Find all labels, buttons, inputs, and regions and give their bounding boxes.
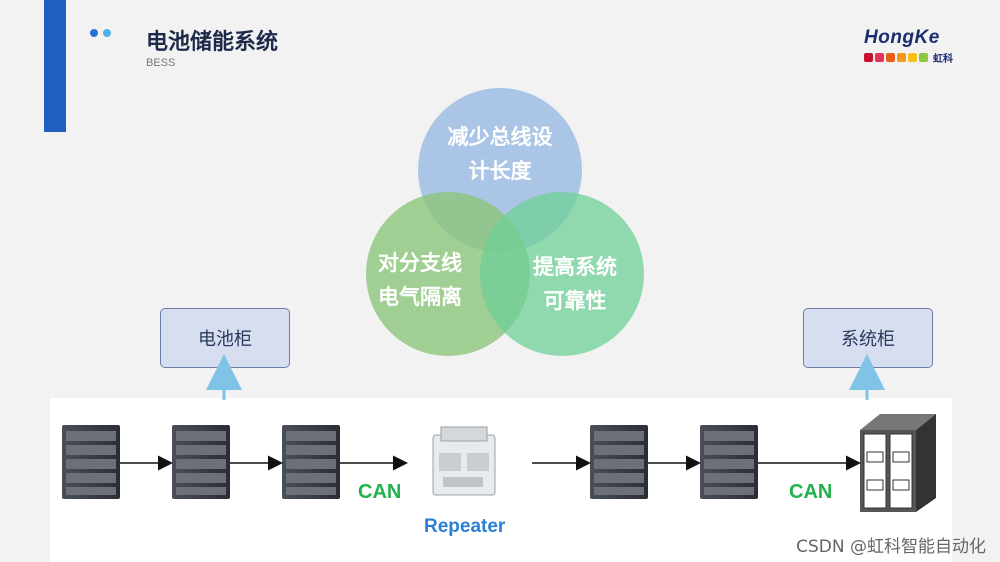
title-dots [90, 29, 111, 37]
watermark: CSDN @虹科智能自动化 [796, 537, 986, 557]
repeater-label: Repeater [424, 516, 506, 537]
server-icon [172, 425, 230, 499]
dot-icon [90, 29, 98, 37]
venn-circle-right [480, 192, 644, 356]
logo-color-strip: 虹科 [864, 50, 964, 65]
server-icon [62, 425, 120, 499]
server-icon [590, 425, 648, 499]
hongke-logo: HongKe 虹科 [864, 28, 964, 65]
venn-circle-left [366, 192, 530, 356]
venn-label-top: 减少总线设计长度 [447, 125, 553, 183]
venn-diagram: 减少总线设计长度 对分支线电气隔离 提高系统可靠性 [350, 88, 650, 363]
server-icon [282, 425, 340, 499]
can-label-left: CAN [358, 481, 402, 503]
page-title: 电池储能系统 [146, 30, 279, 55]
server-icon [700, 425, 758, 499]
venn-label-left: 对分支线电气隔离 [378, 251, 462, 309]
venn-circles [366, 88, 644, 356]
logo-chinese: 虹科 [933, 54, 953, 65]
system-cabinet-icon [860, 414, 936, 512]
venn-label-right: 提高系统可靠性 [533, 255, 617, 313]
logo-brand: HongKe [864, 27, 940, 48]
accent-bar [44, 0, 66, 132]
repeater-device-icon [432, 426, 496, 496]
system-cabinet-box: 系统柜 [803, 308, 933, 368]
dot-icon [103, 29, 111, 37]
page-subtitle: BESS [146, 57, 176, 69]
can-label-right: CAN [789, 481, 833, 503]
